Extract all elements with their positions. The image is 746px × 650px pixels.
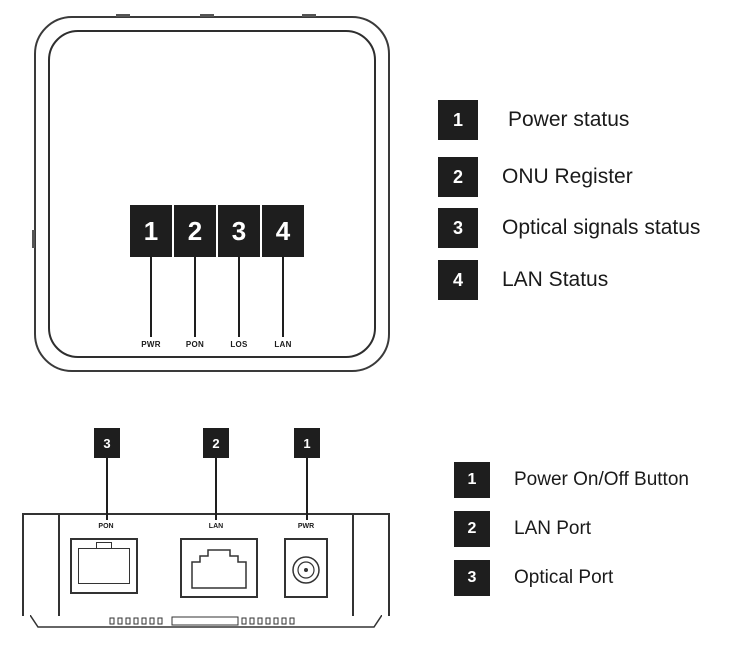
- front-legend-item: 4 LAN Status: [438, 260, 608, 300]
- legend-number-box: 2: [454, 511, 490, 547]
- port-label-lan: LAN: [208, 523, 224, 530]
- port-label-pwr: PWR: [297, 523, 315, 530]
- top-notch: [302, 14, 316, 17]
- led-callout-box: 3: [218, 205, 260, 257]
- back-legend-item: 3 Optical Port: [454, 560, 613, 596]
- legend-text: Power status: [508, 108, 630, 131]
- led-callout-box: 2: [174, 205, 216, 257]
- front-legend-item: 1 Power status: [438, 100, 629, 140]
- led-label-pon: PON: [185, 340, 205, 349]
- legend-number-box: 1: [438, 100, 478, 140]
- top-notch: [200, 14, 214, 17]
- port-callout-line: [306, 458, 308, 520]
- led-callout-line: [150, 257, 152, 337]
- legend-number-box: 3: [454, 560, 490, 596]
- back-legend-item: 1 Power On/Off Button: [454, 462, 689, 498]
- legend-number-box: 4: [438, 260, 478, 300]
- port-callout-box: 1: [294, 428, 320, 458]
- legend-number-box: 1: [454, 462, 490, 498]
- legend-text: LAN Port: [514, 518, 592, 539]
- rj45-socket-icon: [191, 549, 247, 589]
- legend-text: ONU Register: [502, 165, 633, 188]
- side-tab: [32, 230, 35, 248]
- port-callout-box: 2: [203, 428, 229, 458]
- led-callout-box: 4: [262, 205, 304, 257]
- legend-text: Power On/Off Button: [514, 469, 689, 490]
- port-callout-line: [215, 458, 217, 520]
- led-label-lan: LAN: [274, 340, 292, 349]
- front-device-face: [48, 30, 376, 358]
- port-label-pon: PON: [98, 523, 114, 530]
- led-callout-line: [282, 257, 284, 337]
- port-callout-box: 3: [94, 428, 120, 458]
- back-device-edge: [58, 513, 60, 616]
- port-callout-line: [106, 458, 108, 520]
- legend-text: Optical Port: [514, 567, 614, 588]
- top-notch: [116, 14, 130, 17]
- front-legend-item: 2 ONU Register: [438, 157, 633, 197]
- vent-strip: [30, 615, 382, 628]
- led-callout-box: 1: [130, 205, 172, 257]
- legend-text: LAN Status: [502, 268, 609, 291]
- back-legend-item: 2 LAN Port: [454, 511, 591, 547]
- optical-port-key: [96, 542, 112, 548]
- back-device-edge: [352, 513, 354, 616]
- led-callout-line: [194, 257, 196, 337]
- legend-number-box: 3: [438, 208, 478, 248]
- front-device-outer-shell: [34, 16, 390, 372]
- legend-number-box: 2: [438, 157, 478, 197]
- front-legend-item: 3 Optical signals status: [438, 208, 700, 248]
- optical-port-inner: [78, 548, 130, 584]
- legend-text: Optical signals status: [502, 216, 701, 239]
- led-label-pwr: PWR: [141, 340, 161, 349]
- led-callout-line: [238, 257, 240, 337]
- led-label-los: LOS: [230, 340, 248, 349]
- power-jack-icon: [292, 556, 320, 584]
